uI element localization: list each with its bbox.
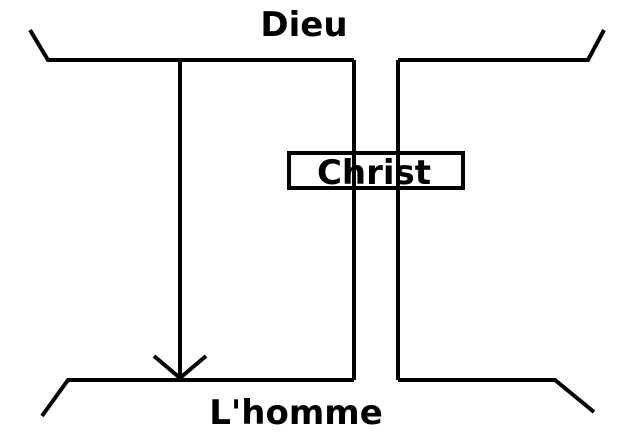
- top-label: Dieu: [260, 5, 347, 45]
- bottom-left-bar: [40, 378, 354, 418]
- bottom-label: L'homme: [209, 393, 383, 433]
- downward-arrow-head: [152, 354, 208, 381]
- middle-label: Christ: [317, 153, 431, 193]
- middle-box: [287, 151, 465, 190]
- top-left-bar: [28, 28, 354, 62]
- bottom-right-bar: [398, 378, 596, 414]
- top-right-bar: [398, 29, 606, 62]
